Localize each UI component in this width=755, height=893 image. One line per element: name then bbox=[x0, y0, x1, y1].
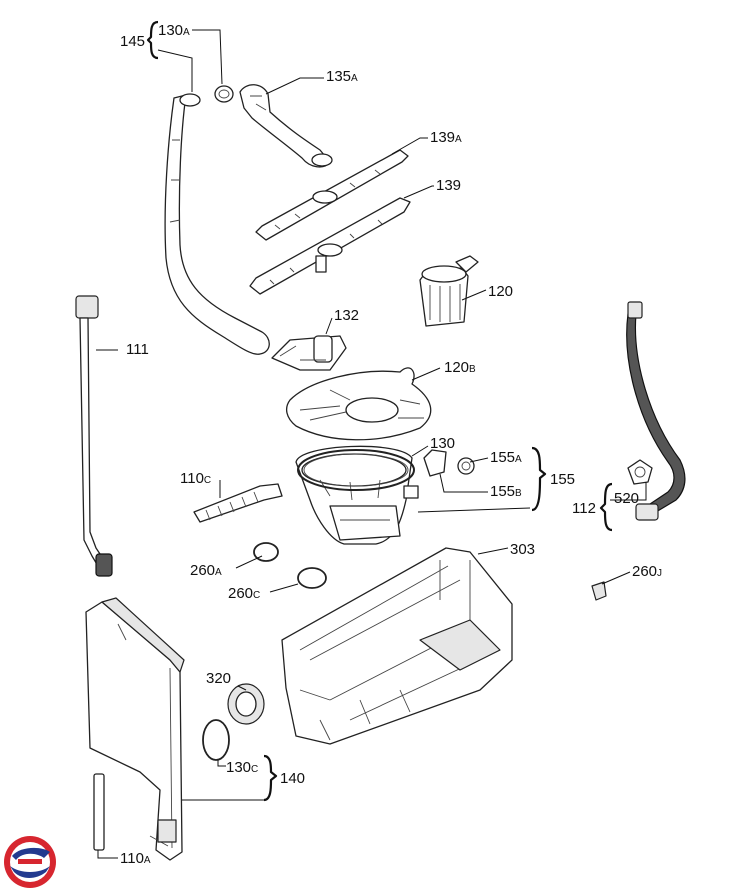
leader-lines bbox=[96, 29, 647, 859]
hose-110c[interactable] bbox=[193, 483, 283, 523]
cover-155a[interactable] bbox=[423, 449, 447, 477]
filter-plate-120b[interactable] bbox=[285, 367, 432, 441]
callout-155b: 155B bbox=[490, 483, 522, 500]
callout-303: 303 bbox=[510, 541, 535, 558]
inlet-hose-112[interactable] bbox=[626, 301, 686, 521]
o-ring-130a[interactable] bbox=[214, 85, 234, 103]
brace-155 bbox=[531, 446, 547, 512]
callout-140: 140 bbox=[280, 770, 305, 787]
drain-hose-111[interactable] bbox=[75, 295, 113, 577]
callout-120b: 120B bbox=[444, 359, 476, 376]
callout-155a: 155A bbox=[490, 449, 522, 466]
callout-260j: 260J bbox=[632, 563, 662, 580]
callout-110c: 110C bbox=[180, 470, 211, 487]
callout-130: 130 bbox=[430, 435, 455, 452]
sump-assembly-155[interactable] bbox=[295, 445, 419, 545]
seal-155b[interactable] bbox=[457, 457, 475, 475]
circulation-tube-145[interactable] bbox=[164, 93, 270, 355]
callout-111: 111 bbox=[126, 341, 149, 358]
callout-155: 155 bbox=[550, 471, 575, 488]
callout-112: 112 bbox=[572, 500, 596, 517]
ring-130c[interactable] bbox=[202, 719, 230, 761]
callout-132: 132 bbox=[334, 307, 359, 324]
clamp-260a[interactable] bbox=[253, 542, 279, 562]
clamp-260j[interactable] bbox=[591, 581, 607, 601]
filter-120[interactable] bbox=[419, 255, 479, 327]
upper-spray-arm-139a[interactable] bbox=[255, 149, 409, 241]
callout-130c: 130C bbox=[226, 759, 258, 776]
callout-260c: 260C bbox=[228, 585, 260, 602]
brace-112 bbox=[599, 482, 613, 532]
base-303[interactable] bbox=[281, 547, 513, 745]
callout-260a: 260A bbox=[190, 562, 222, 579]
tube-110a[interactable] bbox=[93, 773, 105, 851]
lower-spray-arm-139[interactable] bbox=[249, 197, 411, 295]
callout-139a: 139A bbox=[430, 129, 462, 146]
sump-gasket-130[interactable] bbox=[297, 449, 415, 491]
seal-320[interactable] bbox=[227, 683, 265, 725]
callout-120: 120 bbox=[488, 283, 513, 300]
brace-140 bbox=[263, 754, 278, 802]
callout-320: 320 bbox=[206, 670, 231, 687]
callout-110a: 110A bbox=[120, 850, 151, 867]
panel-140[interactable] bbox=[85, 597, 185, 861]
callout-145: 145 bbox=[120, 33, 145, 50]
washer-520[interactable] bbox=[627, 459, 653, 485]
callout-139: 139 bbox=[436, 177, 461, 194]
diverter-132[interactable] bbox=[271, 335, 347, 371]
brand-logo bbox=[4, 836, 56, 888]
callout-135a: 135A bbox=[326, 68, 358, 85]
spray-arm-feed-135a[interactable] bbox=[239, 84, 333, 168]
clamp-260c[interactable] bbox=[297, 567, 327, 589]
callout-130a: 130A bbox=[158, 22, 190, 39]
callout-520: 520 bbox=[614, 490, 639, 507]
brace-145 bbox=[146, 20, 159, 60]
